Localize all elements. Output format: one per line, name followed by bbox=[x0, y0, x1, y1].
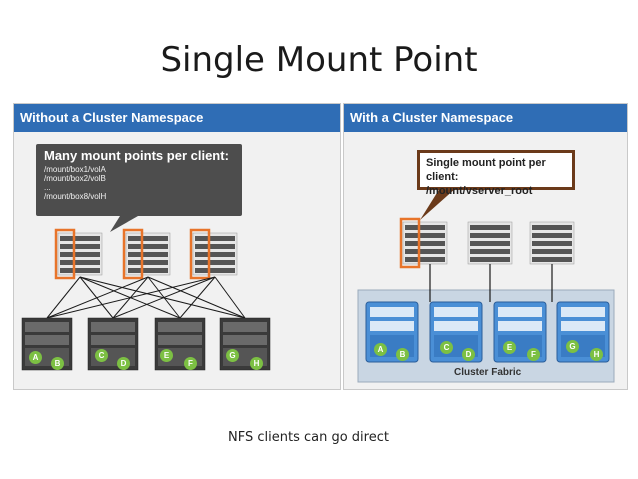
volume-badge: F bbox=[184, 357, 197, 370]
volume-badge: A bbox=[374, 343, 387, 356]
volume-badge: B bbox=[396, 348, 409, 361]
volume-badge: D bbox=[117, 357, 130, 370]
right-callout-pointer bbox=[420, 188, 456, 220]
right-connections bbox=[429, 264, 553, 302]
volume-badge: D bbox=[462, 348, 475, 361]
left-storage-2 bbox=[87, 317, 139, 371]
right-client-2 bbox=[467, 221, 513, 265]
right-client-1 bbox=[399, 217, 448, 269]
left-client-2 bbox=[122, 228, 171, 280]
many-mount-points-callout: Many mount points per client: /mount/box… bbox=[36, 144, 242, 216]
callout-line-2: client: /mount/vserver_root bbox=[426, 171, 533, 197]
panel-header-left: Without a Cluster Namespace bbox=[14, 104, 340, 132]
right-client-3 bbox=[529, 221, 575, 265]
right-node-1 bbox=[365, 301, 419, 363]
volume-badge: H bbox=[590, 348, 603, 361]
mount-path: /mount/box2/volB bbox=[44, 174, 106, 183]
left-storage-1 bbox=[21, 317, 73, 371]
callout-line-1: Single mount point per bbox=[426, 157, 546, 169]
volume-badge: G bbox=[226, 349, 239, 362]
left-callout-pointer bbox=[110, 216, 138, 232]
volume-badge: H bbox=[250, 357, 263, 370]
volume-badge: B bbox=[51, 357, 64, 370]
cluster-fabric-label: Cluster Fabric bbox=[454, 367, 522, 378]
callout-title: Many mount points per client: bbox=[44, 148, 229, 163]
volume-badge: C bbox=[95, 349, 108, 362]
left-connection-mesh bbox=[46, 276, 246, 319]
volume-badge: E bbox=[160, 349, 173, 362]
volume-badge: F bbox=[527, 348, 540, 361]
single-mount-point-callout: Single mount point per client: /mount/vs… bbox=[417, 150, 575, 197]
volume-badge: C bbox=[440, 341, 453, 354]
mount-path: ... bbox=[44, 183, 51, 192]
volume-badge: G bbox=[566, 340, 579, 353]
mount-path: /mount/box8/volH bbox=[44, 192, 107, 201]
left-client-1 bbox=[54, 228, 103, 280]
volume-badge: E bbox=[503, 341, 516, 354]
mount-path: /mount/box1/volA bbox=[44, 165, 106, 174]
left-storage-3 bbox=[154, 317, 206, 371]
slide-caption: NFS clients can go direct bbox=[228, 430, 389, 445]
slide-title: Single Mount Point bbox=[160, 40, 478, 80]
left-client-3 bbox=[189, 228, 238, 280]
volume-badge: A bbox=[29, 351, 42, 364]
panel-header-right: With a Cluster Namespace bbox=[344, 104, 627, 132]
